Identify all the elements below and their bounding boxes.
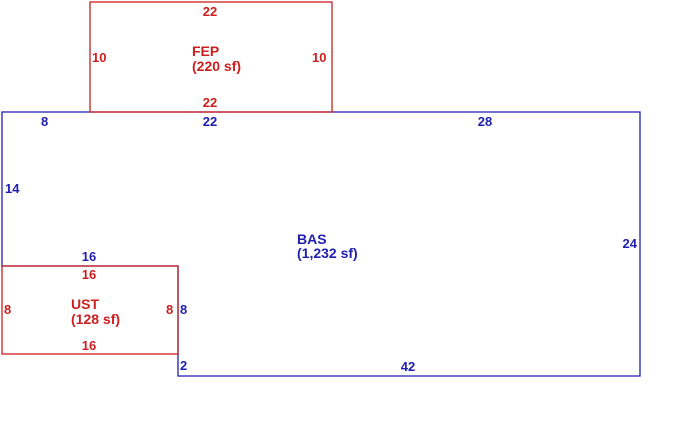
fep-name: FEP xyxy=(192,43,219,59)
ust-dim-bottom: 16 xyxy=(82,338,96,353)
bas-dim-step-bottom: 2 xyxy=(180,358,187,373)
ust-dim-left: 8 xyxy=(4,302,11,317)
ust-area: (128 sf) xyxy=(71,311,120,327)
fep-dim-top: 22 xyxy=(203,4,217,19)
fep-outline xyxy=(89,1,333,113)
ust-name: UST xyxy=(71,296,99,312)
ust-dim-top: 16 xyxy=(82,267,96,282)
bas-name: BAS xyxy=(297,231,327,247)
fep-dim-left: 10 xyxy=(92,50,106,65)
fep-area: (220 sf) xyxy=(192,58,241,74)
fep-dim-right: 10 xyxy=(312,50,326,65)
bas-dim-step-side: 8 xyxy=(180,302,187,317)
fep-dim-bottom: 22 xyxy=(203,95,217,110)
bas-dim-step-top: 16 xyxy=(82,249,96,264)
bas-dim-top-right: 28 xyxy=(478,114,492,129)
bas-area: (1,232 sf) xyxy=(297,245,358,261)
bas-dim-top-left: 8 xyxy=(41,114,48,129)
ust-outline xyxy=(1,265,179,355)
bas-dim-left: 14 xyxy=(5,181,20,196)
bas-dim-right: 24 xyxy=(623,236,638,251)
bas-dim-top-mid: 22 xyxy=(203,114,217,129)
bas-dim-bottom: 42 xyxy=(401,359,415,374)
ust-dim-right: 8 xyxy=(166,302,173,317)
